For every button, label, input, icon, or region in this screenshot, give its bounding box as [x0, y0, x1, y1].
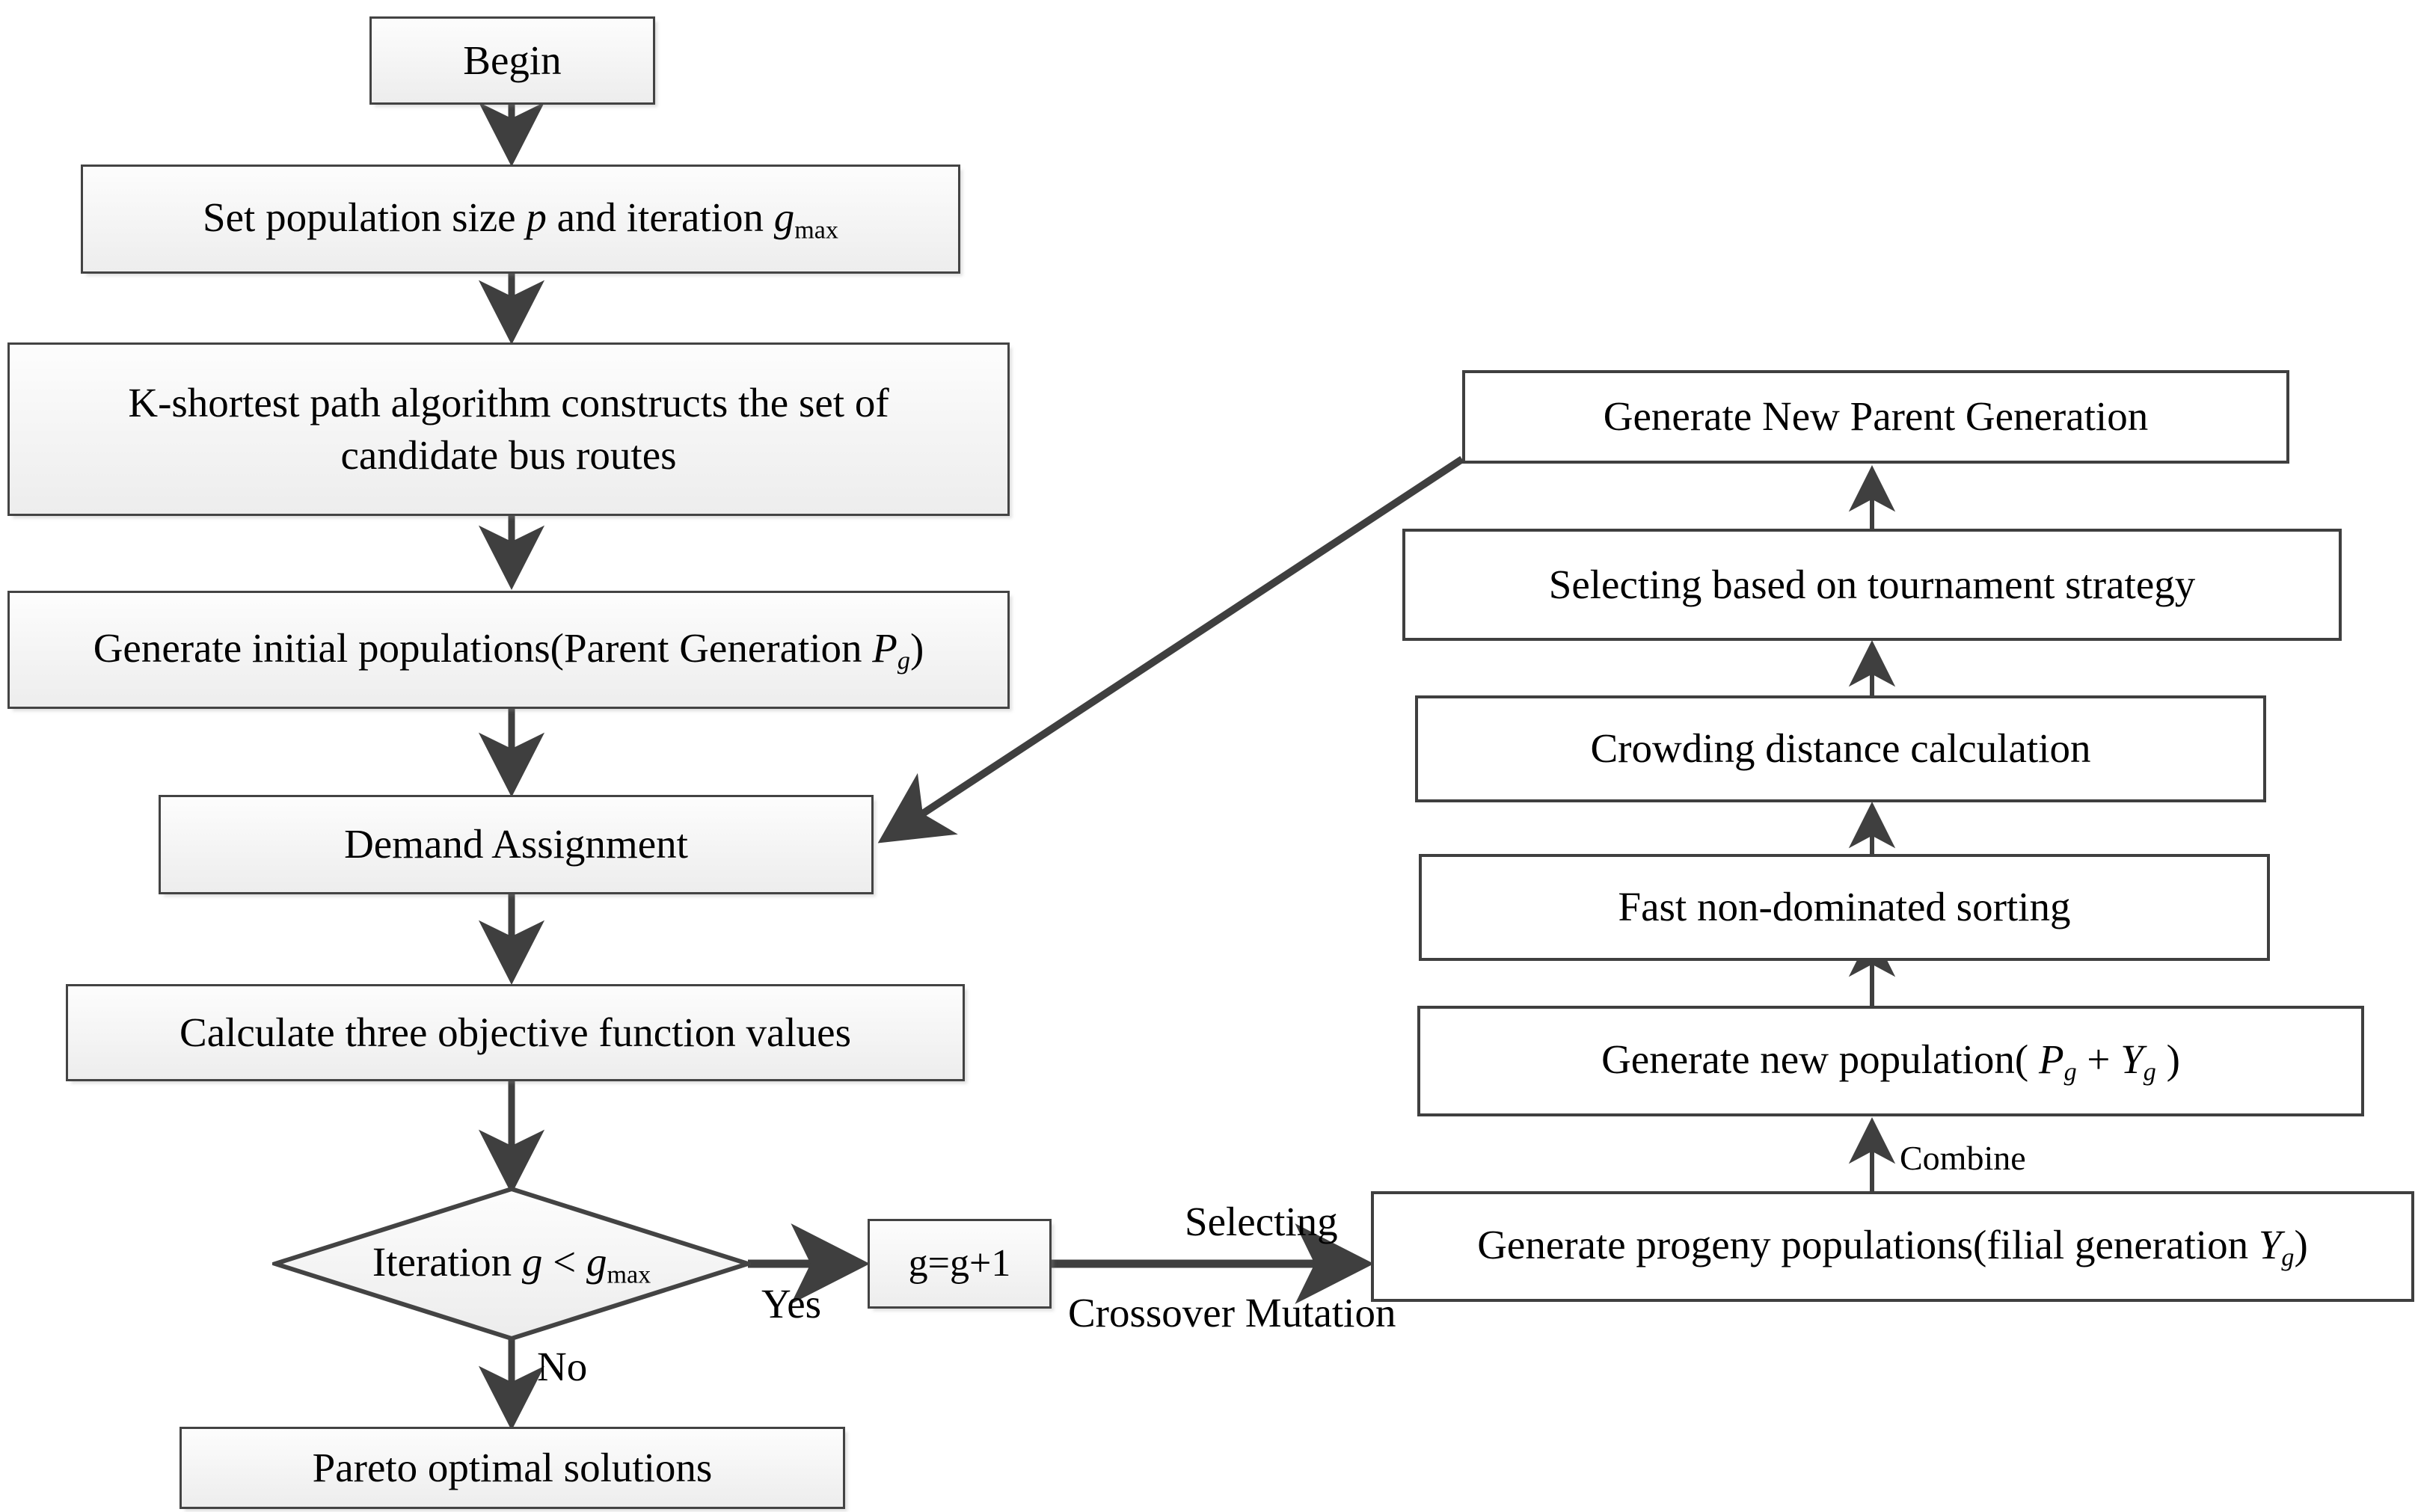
- node-fast-non-dominated-sorting[interactable]: Fast non-dominated sorting: [1419, 854, 2270, 961]
- node-crowding-distance[interactable]: Crowding distance calculation: [1415, 695, 2266, 802]
- decision-diamond-shape: [268, 1186, 755, 1342]
- node-pareto-optimal-solutions[interactable]: Pareto optimal solutions: [179, 1427, 845, 1509]
- node-demand-assignment[interactable]: Demand Assignment: [159, 795, 874, 894]
- edge-label-combine: Combine: [1900, 1139, 2026, 1177]
- node-k-shortest-path[interactable]: K-shortest path algorithm constructs the…: [7, 342, 1010, 516]
- node-k-shortest-path-line2: candidate bus routes: [340, 432, 677, 478]
- node-generate-new-population-label: Generate new population( Pg + Yg ): [1601, 1036, 2180, 1087]
- node-calculate-objectives[interactable]: Calculate three objective function value…: [66, 984, 965, 1081]
- node-fast-non-dominated-sorting-label: Fast non-dominated sorting: [1618, 884, 2071, 930]
- node-k-shortest-path-line1: K-shortest path algorithm constructs the…: [128, 379, 889, 425]
- node-generate-new-parent-generation-label: Generate New Parent Generation: [1603, 393, 2149, 440]
- node-generate-initial-populations-label: Generate initial populations(Parent Gene…: [93, 624, 924, 675]
- node-tournament-selection[interactable]: Selecting based on tournament strategy: [1402, 529, 2342, 641]
- node-generate-progeny-populations-label: Generate progeny populations(filial gene…: [1477, 1221, 2308, 1272]
- edge-label-yes: Yes: [761, 1281, 822, 1327]
- node-set-population-label: Set population size p and iteration gmax: [203, 194, 838, 245]
- edge-label-selecting: Selecting: [1185, 1199, 1338, 1244]
- node-begin-label: Begin: [463, 37, 562, 83]
- edge-label-no: No: [537, 1344, 588, 1389]
- node-generate-initial-populations[interactable]: Generate initial populations(Parent Gene…: [7, 591, 1010, 709]
- node-begin[interactable]: Begin: [369, 16, 655, 105]
- node-generate-progeny-populations[interactable]: Generate progeny populations(filial gene…: [1371, 1191, 2414, 1302]
- node-pareto-optimal-solutions-label: Pareto optimal solutions: [312, 1444, 713, 1490]
- node-increment-generation[interactable]: g=g+1: [868, 1219, 1052, 1309]
- node-increment-generation-label: g=g+1: [908, 1241, 1011, 1285]
- node-tournament-selection-label: Selecting based on tournament strategy: [1548, 561, 2196, 607]
- node-calculate-objectives-label: Calculate three objective function value…: [179, 1009, 851, 1055]
- node-iteration-decision-label: Iteration g < gmax: [372, 1238, 651, 1289]
- node-set-population[interactable]: Set population size p and iteration gmax: [81, 165, 960, 274]
- node-generate-new-population[interactable]: Generate new population( Pg + Yg ): [1417, 1006, 2364, 1116]
- node-crowding-distance-label: Crowding distance calculation: [1590, 725, 2091, 772]
- node-generate-new-parent-generation[interactable]: Generate New Parent Generation: [1462, 370, 2289, 464]
- edge-label-crossover-mutation: Crossover Mutation: [1068, 1290, 1396, 1336]
- node-iteration-decision[interactable]: Iteration g < gmax: [268, 1186, 755, 1342]
- node-demand-assignment-label: Demand Assignment: [344, 821, 688, 867]
